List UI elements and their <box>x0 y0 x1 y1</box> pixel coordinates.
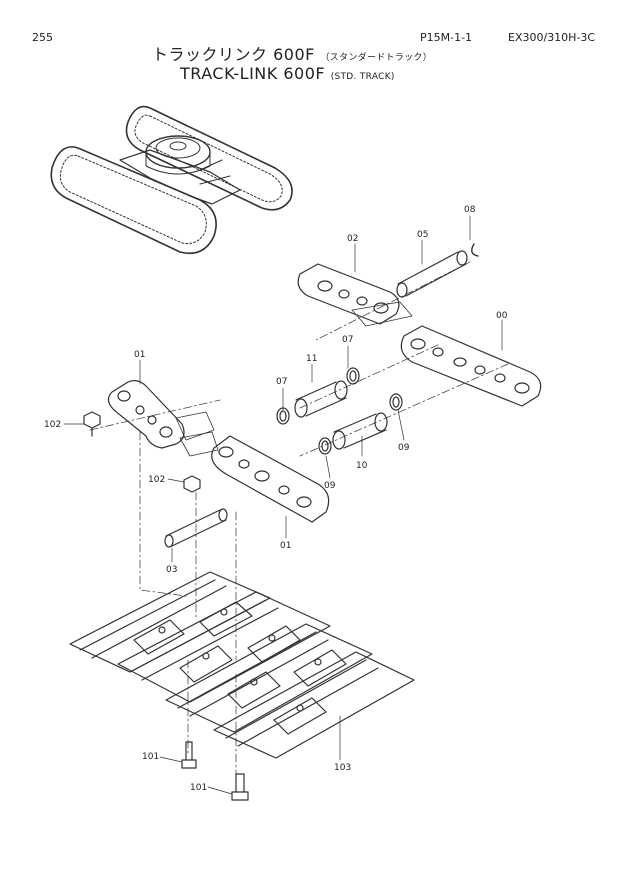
subtitle-en-text: (STD. TRACK) <box>330 72 395 82</box>
bushing-11 <box>294 380 348 418</box>
callout-101-upper: 101 <box>142 752 159 762</box>
nut-102-upper <box>83 411 101 437</box>
title-jp-text: トラックリンク 600F <box>152 45 315 64</box>
title-japanese: トラックリンク 600F （スタンダードトラック） <box>152 41 432 65</box>
link-01-upper <box>107 380 215 449</box>
callout-102-upper: 102 <box>44 420 61 430</box>
callout-09-left: 09 <box>324 481 336 491</box>
title-en-text: TRACK-LINK 600F <box>180 64 326 83</box>
page-code: P15M-1-1 <box>420 31 473 44</box>
callout-07-lower: 07 <box>276 377 287 387</box>
undercarriage-illustration <box>50 105 293 255</box>
assembly-lines <box>89 261 509 781</box>
callout-01-upper: 01 <box>134 350 145 360</box>
page-number: 255 <box>32 31 53 44</box>
callout-08: 08 <box>464 205 476 215</box>
seal-09 <box>318 393 403 455</box>
callout-11: 11 <box>306 354 317 364</box>
pin-05 <box>396 250 468 298</box>
callout-09-right: 09 <box>398 443 410 453</box>
nut-102-lower <box>183 475 201 493</box>
bolt-101-upper <box>181 741 197 769</box>
track-shoes-103 <box>69 571 415 759</box>
callout-102-lower: 102 <box>148 475 165 485</box>
link-02 <box>297 263 413 327</box>
callout-10: 10 <box>356 461 368 471</box>
callout-01-lower: 01 <box>280 541 291 551</box>
callout-02: 02 <box>347 234 358 244</box>
subtitle-jp-text: （スタンダードトラック） <box>320 53 433 63</box>
callout-05: 05 <box>417 230 428 240</box>
callout-07-upper: 07 <box>342 335 353 345</box>
callout-103: 103 <box>334 763 351 773</box>
title-english: TRACK-LINK 600F (STD. TRACK) <box>180 64 395 83</box>
callout-00: 00 <box>496 311 508 321</box>
callout-101-lower: 101 <box>190 783 207 793</box>
model-code: EX300/310H-3C <box>508 31 596 44</box>
bolt-101-lower <box>231 773 249 801</box>
snap-ring-08 <box>471 243 479 257</box>
pin-03 <box>164 508 228 548</box>
leader-lines <box>63 215 503 795</box>
link-00 <box>400 325 542 407</box>
bushing-10 <box>332 412 388 450</box>
seal-07 <box>276 367 360 425</box>
link-01-lower <box>179 431 330 523</box>
callout-03: 03 <box>166 565 177 575</box>
